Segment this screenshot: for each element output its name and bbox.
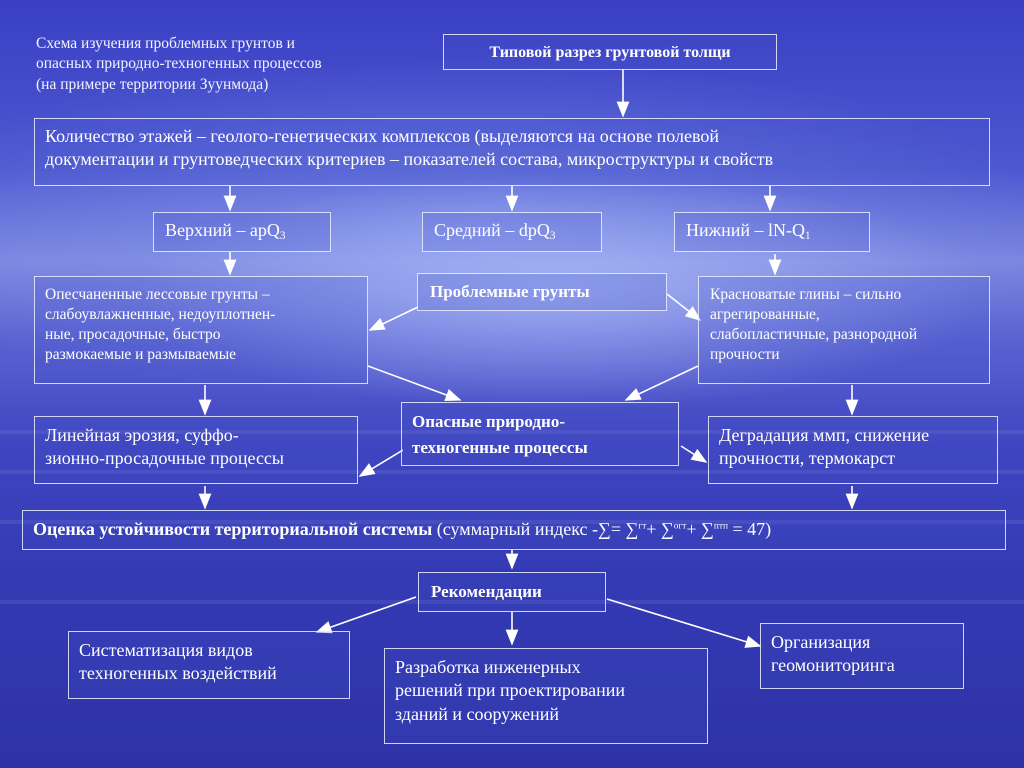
left-soils-line-3: ные, просадочные, быстро	[45, 325, 357, 345]
rec3-line-2: геомониторинга	[771, 654, 953, 677]
assessment-equals: =	[611, 519, 626, 539]
rec2-box: Разработка инженерных решений при проект…	[384, 648, 708, 744]
level-upper-box: Верхний – apQ3	[153, 212, 331, 252]
arrow-hazards-to-right-process	[681, 446, 706, 462]
left-soils-box: Опесчаненные лессовые грунты – слабоувла…	[34, 276, 368, 384]
assessment-sigma-ogt: ∑	[661, 519, 674, 539]
level-middle-box: Средний – dpQ3	[422, 212, 602, 252]
title-note: Схема изучения проблемных грунтов и опас…	[36, 34, 436, 95]
hazards-box: Опасные природно- техногенные процессы	[401, 402, 679, 466]
problem-soils-label: Проблемные грунты	[430, 282, 590, 301]
left-process-line-2: зионно-просадочные процессы	[45, 447, 347, 470]
hazards-line-1: Опасные природно-	[412, 409, 668, 435]
arrow-hazards-to-left-process	[360, 450, 403, 476]
right-soils-line-3: слабопластичные, разнородной	[710, 325, 978, 345]
title-note-line-2: опасных природно-техногенных процессов	[36, 54, 436, 74]
level-upper-subscript: 3	[280, 230, 286, 242]
problem-soils-box: Проблемные грунты	[417, 273, 667, 311]
right-process-line-2: прочности, термокарст	[719, 447, 987, 470]
rec2-line-2: решений при проектировании	[395, 679, 697, 702]
right-process-line-1: Деградация ммп, снижение	[719, 424, 987, 447]
left-soils-line-4: размокаемые и размываемые	[45, 345, 357, 365]
rec1-box: Систематизация видов техногенных воздейс…	[68, 631, 350, 699]
assessment-plus-1: +	[646, 519, 661, 539]
assessment-title: Оценка устойчивости территориальной сист…	[33, 519, 432, 539]
level-upper-label: Верхний – apQ	[165, 220, 280, 240]
right-soils-line-2: агрегированные,	[710, 305, 978, 325]
arrow-rec-to-rec3	[607, 599, 760, 646]
arrow-problem-to-left-soils	[370, 307, 418, 330]
floors-line-2: документации и грунтоведческих критериев…	[45, 148, 979, 171]
arrow-left-soils-to-hazards	[368, 366, 460, 400]
rec3-line-1: Организация	[771, 631, 953, 654]
level-lower-label: Нижний – lN-Q	[686, 220, 805, 240]
typical-section-label: Типовой разрез грунтовой толщи	[489, 44, 730, 61]
left-process-line-1: Линейная эрозия, суффо-	[45, 424, 347, 447]
recommendations-label: Рекомендации	[431, 582, 542, 601]
typical-section-box: Типовой разрез грунтовой толщи	[443, 34, 777, 70]
assessment-plus-2: +	[686, 519, 701, 539]
level-lower-subscript: 1	[805, 230, 811, 242]
right-soils-box: Красноватые глины – сильно агрегированны…	[698, 276, 990, 384]
arrow-problem-to-right-soils	[667, 294, 700, 320]
left-soils-line-1: Опесчаненные лессовые грунты –	[45, 285, 357, 305]
arrow-rec-to-rec1	[317, 597, 416, 632]
assessment-open: (суммарный индекс -	[432, 519, 598, 539]
floors-box: Количество этажей – геолого-генетических…	[34, 118, 990, 186]
assessment-sigma-gt: ∑	[626, 519, 639, 539]
arrow-right-soils-to-hazards	[626, 366, 698, 400]
recommendations-box: Рекомендации	[418, 572, 606, 612]
assessment-sigma-ptp: ∑	[701, 519, 714, 539]
hazards-line-2: техногенные процессы	[412, 435, 668, 461]
rec2-line-3: зданий и сооружений	[395, 703, 697, 726]
right-soils-line-1: Красноватые глины – сильно	[710, 285, 978, 305]
right-process-box: Деградация ммп, снижение прочности, терм…	[708, 416, 998, 484]
rec2-line-1: Разработка инженерных	[395, 656, 697, 679]
level-lower-box: Нижний – lN-Q1	[674, 212, 870, 252]
floors-line-1: Количество этажей – геолого-генетических…	[45, 125, 979, 148]
right-soils-line-4: прочности	[710, 345, 978, 365]
title-note-line-1: Схема изучения проблемных грунтов и	[36, 34, 436, 54]
level-middle-subscript: 3	[550, 230, 556, 242]
rec1-line-2: техногенных воздействий	[79, 662, 339, 685]
title-note-line-3: (на примере территории Зуунмода)	[36, 75, 436, 95]
assessment-tail: = 47)	[728, 519, 771, 539]
left-soils-line-2: слабоувлажненные, недоуплотнен-	[45, 305, 357, 325]
rec1-line-1: Систематизация видов	[79, 639, 339, 662]
level-middle-label: Средний – dpQ	[434, 220, 550, 240]
left-process-box: Линейная эрозия, суффо- зионно-просадочн…	[34, 416, 358, 484]
assessment-sigma-total: ∑	[598, 519, 611, 539]
assessment-box: Оценка устойчивости территориальной сист…	[22, 510, 1006, 550]
assessment-sup-ogt: огт	[674, 521, 687, 531]
assessment-sup-ptp: птп	[714, 521, 728, 531]
rec3-box: Организация геомониторинга	[760, 623, 964, 689]
